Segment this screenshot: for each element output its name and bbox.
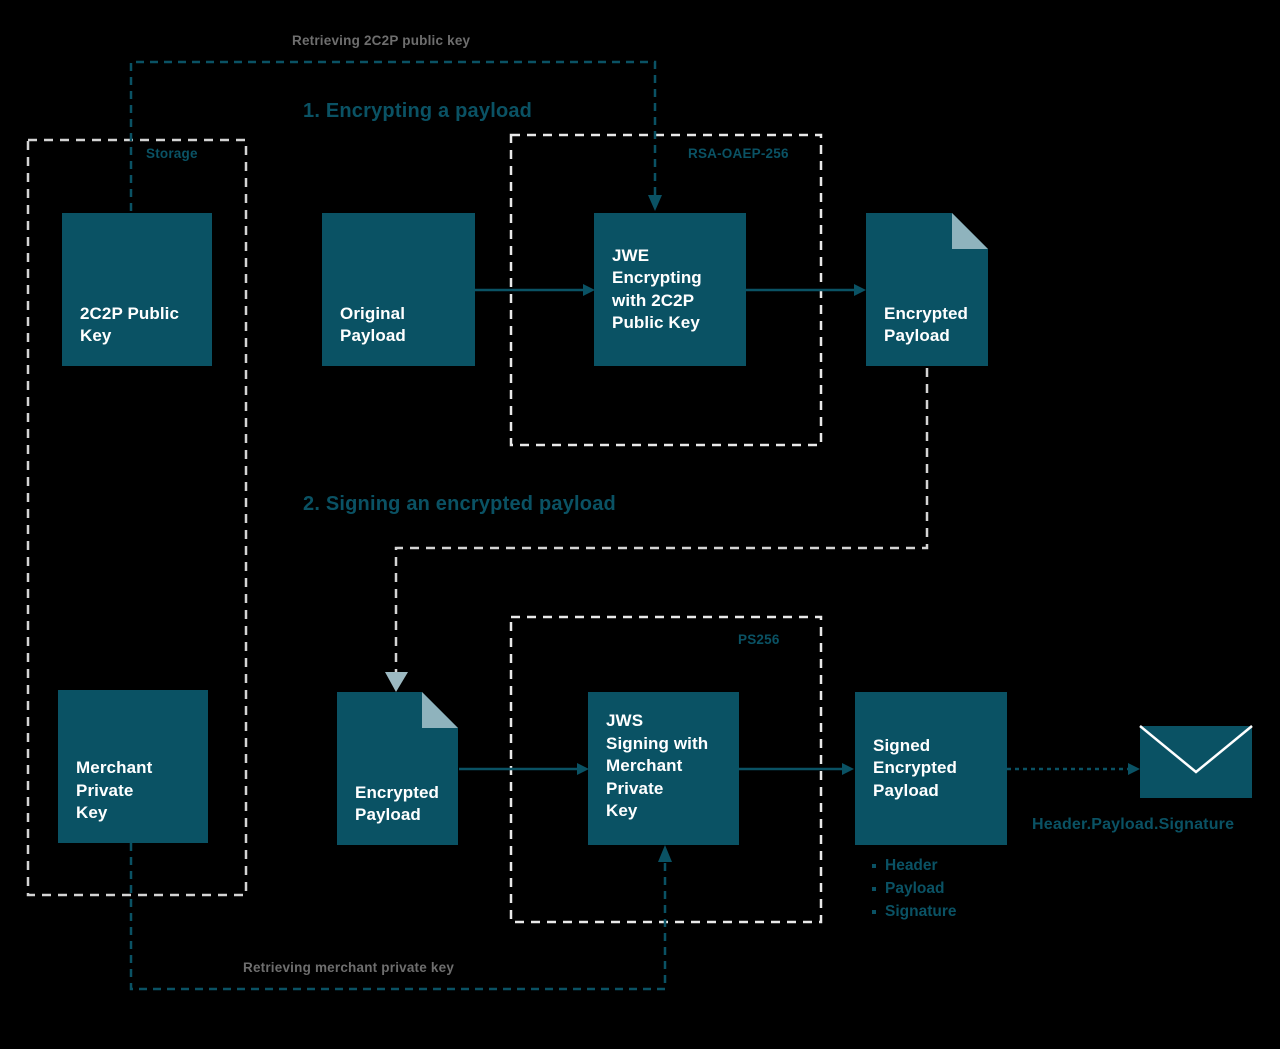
node-merchant-private-key-label: Merchant Private Key xyxy=(76,758,153,823)
node-original-payload[interactable]: Original Payload xyxy=(322,213,475,366)
result-parts-list: Header Payload Signature xyxy=(872,855,956,924)
node-jws-signing-label: JWS Signing with Merchant Private Key xyxy=(606,711,709,821)
encrypted-payload-1-shape xyxy=(866,213,988,366)
list-item: Signature xyxy=(872,901,956,924)
node-original-payload-label: Original Payload xyxy=(340,303,406,346)
node-signed-encrypted-payload-label: Signed Encrypted Payload xyxy=(873,735,958,800)
node-encrypted-payload-1[interactable]: Encrypted Payload xyxy=(866,213,988,366)
retrieve-private-key-path xyxy=(129,843,667,991)
ps256-group-label: PS256 xyxy=(738,632,780,647)
node-encrypted-payload-2[interactable]: Encrypted Payload xyxy=(337,692,458,845)
arrow-original-to-jwe-head xyxy=(583,284,595,296)
node-jwe-encrypting[interactable]: JWE Encrypting with 2C2P Public Key xyxy=(594,213,746,366)
node-jws-signing[interactable]: JWS Signing with Merchant Private Key xyxy=(588,692,739,845)
retrieve-public-key-label: Retrieving 2C2P public key xyxy=(292,33,471,48)
arrow-signed-to-envelope-head xyxy=(1128,763,1140,775)
node-signed-encrypted-payload[interactable]: Signed Encrypted Payload xyxy=(855,692,1007,845)
arrow-encrypted-to-jws-head xyxy=(577,763,589,775)
encrypted-payload-2-shape xyxy=(337,692,458,845)
arrow-jws-to-signed-head xyxy=(842,763,854,775)
encrypted-payload-routing-path xyxy=(394,368,929,676)
node-encrypted-payload-2-label: Encrypted Payload xyxy=(355,782,440,825)
arrow-jwe-to-encrypted-head xyxy=(854,284,866,296)
retrieve-public-key-path xyxy=(129,60,657,211)
section-title-2: 2. Signing an encrypted payload xyxy=(303,493,616,515)
node-2c2p-public-key-label: 2C2P Public Key xyxy=(80,303,180,346)
retrieve-public-key-arrowhead xyxy=(648,195,662,211)
list-item: Payload xyxy=(872,878,956,901)
node-merchant-private-key[interactable]: Merchant Private Key xyxy=(58,690,208,843)
storage-container xyxy=(26,138,248,897)
section-title-1: 1. Encrypting a payload xyxy=(303,100,533,122)
result-caption: Header.Payload.Signature xyxy=(1032,816,1235,833)
node-2c2p-public-key[interactable]: 2C2P Public Key xyxy=(62,213,212,366)
node-jwe-encrypting-label: JWE Encrypting with 2C2P Public Key xyxy=(612,245,702,333)
retrieve-private-key-arrowhead xyxy=(658,845,672,862)
rsa-oaep-group-label: RSA-OAEP-256 xyxy=(688,146,789,161)
list-item: Header xyxy=(872,855,956,878)
encrypted-payload-routing-arrowhead xyxy=(385,672,408,692)
storage-group-label: Storage xyxy=(146,146,198,161)
envelope-icon xyxy=(1139,725,1253,798)
node-encrypted-payload-1-label: Encrypted Payload xyxy=(884,303,969,346)
retrieve-private-key-label: Retrieving merchant private key xyxy=(243,960,455,975)
